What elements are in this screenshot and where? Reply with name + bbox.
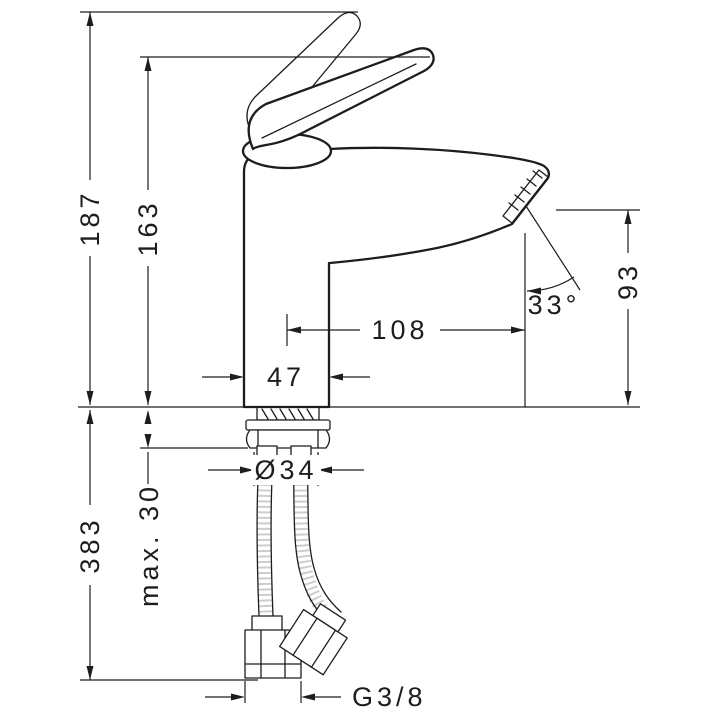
- arrowhead-right: [240, 466, 254, 474]
- arrowhead-right: [231, 693, 245, 701]
- right-hose-edge: [306, 459, 342, 613]
- label-connection-thread: G3/8: [352, 682, 427, 712]
- right-hose-edge: [292, 459, 326, 620]
- label-below-deck-length: 383: [75, 516, 105, 573]
- label-total-height: 187: [75, 189, 105, 246]
- arrowhead-left: [287, 326, 301, 334]
- label-spout-reach: 108: [371, 315, 428, 345]
- faucet-handle: [241, 11, 435, 170]
- right-hose-nut: [278, 603, 348, 676]
- dimension-hole-diameter: Ø34: [208, 452, 364, 486]
- label-body-width: 47: [267, 362, 305, 392]
- label-lever-height: 163: [133, 199, 163, 256]
- arrowhead-right: [230, 373, 244, 381]
- mounting-washer: [245, 419, 331, 431]
- handle-lever: [247, 47, 435, 151]
- label-background: [251, 455, 321, 485]
- dimension-max-counter-thickness: max. 30: [134, 410, 248, 607]
- arrowhead-right: [511, 326, 525, 334]
- label-hole-diameter: Ø34: [254, 455, 317, 485]
- angle-arc: [526, 276, 575, 292]
- right-hose-braid: [293, 461, 337, 627]
- dimension-body-width: 47: [202, 362, 370, 392]
- label-spout-height: 93: [613, 262, 643, 300]
- arrowhead-down: [144, 434, 152, 448]
- connection-nut: [278, 608, 348, 676]
- aerator-band: [502, 169, 549, 224]
- nut-facet: [310, 629, 337, 668]
- arrowhead-left: [527, 287, 541, 295]
- angle-reference-line: [525, 205, 581, 291]
- aerator: [502, 169, 549, 224]
- mounting-nut: [245, 429, 331, 449]
- label-max-counter-thickness: max. 30: [134, 483, 164, 607]
- arrowhead-down: [144, 391, 152, 405]
- dimension-lever-height: 163: [133, 56, 430, 405]
- arrowhead-up: [86, 410, 94, 424]
- arrowhead-left: [318, 466, 332, 474]
- nut-facet: [292, 617, 318, 656]
- mounting-hardware: [245, 406, 331, 449]
- arrowhead-down: [86, 666, 94, 680]
- shank-thread-hatch: [261, 408, 314, 420]
- arrowhead-up: [144, 57, 152, 71]
- dimension-spout-angle: 33°: [525, 205, 581, 320]
- dimension-spout-height: 93: [556, 209, 643, 405]
- arrowhead-down: [86, 391, 94, 405]
- label-spout-angle: 33°: [528, 290, 581, 320]
- arrowhead-up: [86, 12, 94, 26]
- arrowhead-left: [329, 373, 343, 381]
- arrowhead-left: [301, 693, 315, 701]
- dimension-connection-thread: G3/8: [205, 681, 427, 712]
- handle-edge-line: [261, 63, 417, 139]
- dimension-below-deck-length: 383: [75, 410, 258, 681]
- dimension-total-height: 187: [75, 11, 358, 405]
- dimension-spout-reach: 108: [286, 233, 526, 407]
- arrowhead-up: [624, 210, 632, 224]
- arrowhead-down: [624, 391, 632, 405]
- arrowhead-up: [144, 410, 152, 424]
